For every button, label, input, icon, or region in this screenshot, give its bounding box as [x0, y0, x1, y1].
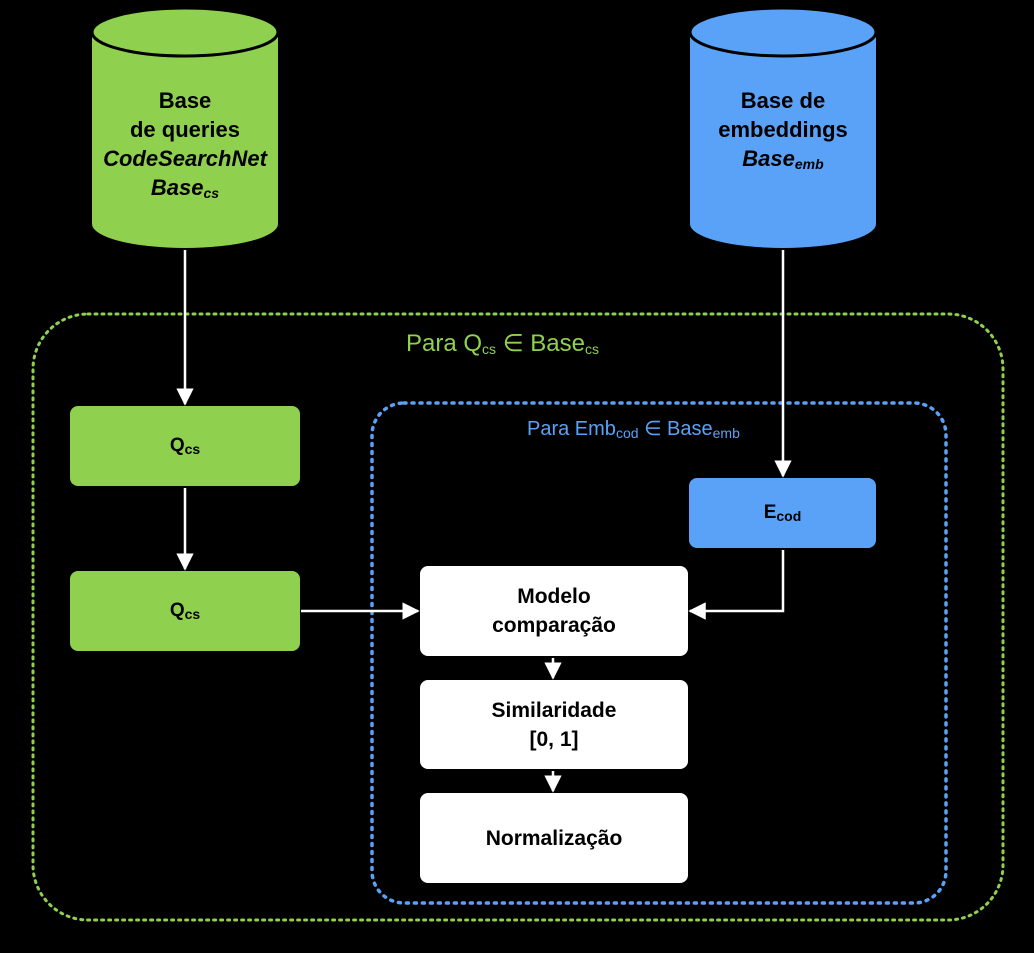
queries-db-line1: Base: [158, 88, 212, 113]
ecod-node: Ecod: [689, 478, 876, 548]
embeddings-database-cylinder: [688, 6, 878, 248]
qcs-node-1: Qcs: [70, 406, 300, 486]
qcs-node-2: Qcs: [70, 571, 300, 651]
embeddings-db-line2: embeddings: [718, 117, 848, 142]
outer-loop-region: [31, 312, 1005, 922]
similaridade-line1: Similaridade: [491, 698, 617, 722]
embeddings-db-line1: Base de: [740, 88, 826, 113]
queries-database-cylinder: [90, 6, 280, 248]
similaridade-line2: [0, 1]: [529, 727, 579, 751]
normalizacao-node: Normalização: [420, 793, 688, 883]
queries-db-line3: CodeSearchNet: [103, 146, 267, 171]
embeddings-db-line3: Baseemb: [742, 146, 824, 172]
inner-loop-label: Para Embcod ∈ Baseemb: [527, 418, 740, 441]
modelo-line2: comparação: [492, 614, 616, 637]
inner-loop-region: [370, 401, 948, 905]
queries-db-line4: Basecs: [150, 175, 220, 201]
arrow-ecod-to-modelo: [688, 550, 785, 620]
queries-database-label: Base de queries CodeSearchNet Basecs: [92, 86, 278, 202]
similaridade-node: Similaridade [0, 1]: [420, 680, 688, 769]
outer-loop-label: Para Qcs ∈ Basecs: [406, 330, 599, 357]
modelo-comparacao-node: Modelo comparação: [420, 566, 688, 656]
modelo-line1: Modelo: [517, 585, 591, 608]
normalizacao-line1: Normalização: [485, 826, 623, 850]
queries-db-line2: de queries: [129, 117, 241, 142]
embeddings-database-label: Base de embeddings Baseemb: [690, 86, 876, 173]
